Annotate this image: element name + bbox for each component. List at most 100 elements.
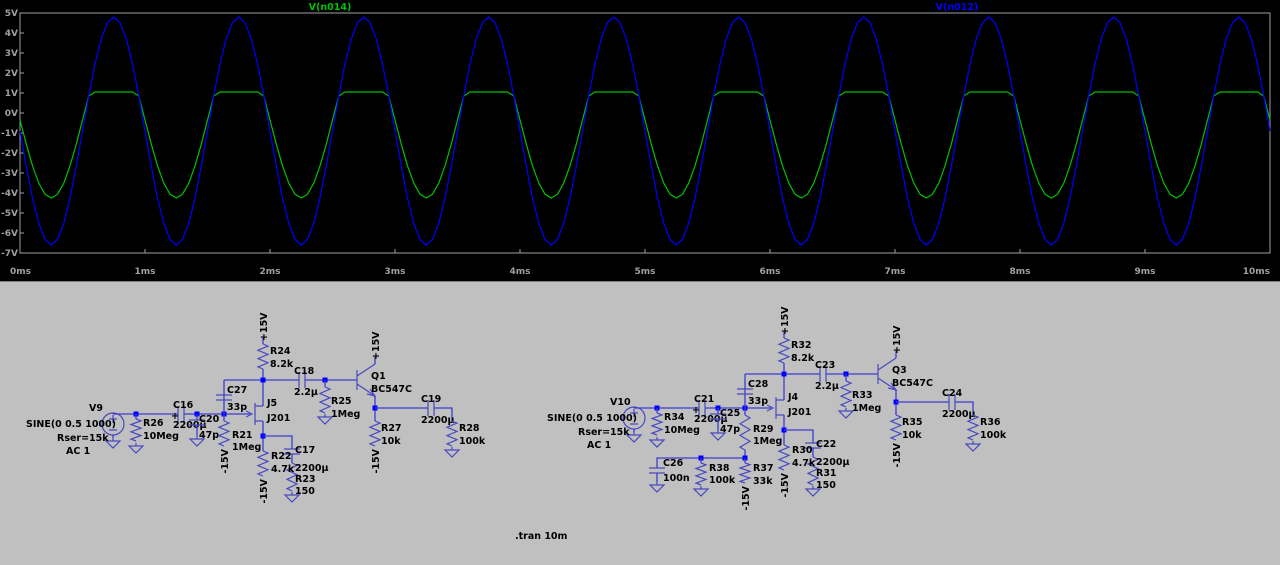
source-ac: AC 1 — [66, 446, 90, 457]
rail-label-neg15v: -15V — [892, 442, 903, 467]
trace-label[interactable]: V(n014) — [309, 2, 352, 13]
component-ref: J5 — [266, 398, 277, 409]
trace-label[interactable]: V(n012) — [936, 2, 979, 13]
r_base-resistor-symbol[interactable] — [839, 380, 853, 408]
r_gate-resistor-symbol[interactable] — [738, 414, 752, 451]
c_couple-capacitor-symbol[interactable] — [298, 372, 306, 388]
r_bypass-resistor-symbol[interactable] — [285, 462, 299, 492]
ground-icon — [283, 492, 301, 503]
component-value: 1Meg — [753, 436, 782, 447]
c_couple-capacitor-symbol[interactable] — [819, 366, 827, 382]
rail-label-pos15v: +15V — [259, 312, 270, 341]
c_out-capacitor-symbol[interactable] — [948, 394, 956, 410]
c_in-capacitor-symbol[interactable] — [177, 406, 185, 422]
component-ref: R24 — [270, 346, 291, 357]
x-tick-label: 0ms — [10, 267, 31, 277]
component-ref: C20 — [199, 414, 220, 425]
c_out-capacitor-symbol[interactable] — [427, 400, 435, 416]
component-ref: R25 — [331, 396, 352, 407]
component-ref: C21 — [694, 394, 714, 405]
ground-icon — [316, 414, 334, 425]
r_in-resistor-symbol[interactable] — [129, 418, 143, 442]
component-ref: R21 — [232, 430, 253, 441]
ground-icon — [837, 408, 855, 419]
r_base-resistor-symbol[interactable] — [318, 386, 332, 414]
component-ref: Q1 — [371, 371, 386, 382]
y-tick-label: -2V — [1, 149, 18, 159]
source-rser: Rser=15k — [578, 427, 630, 438]
source-ac: AC 1 — [587, 440, 611, 451]
r_gate-resistor-symbol[interactable] — [217, 420, 231, 447]
x-tick-label: 1ms — [135, 267, 156, 277]
r_load-resistor-symbol[interactable] — [966, 414, 980, 441]
component-ref: R26 — [143, 418, 164, 429]
rail-label-pos15v: +15V — [780, 306, 791, 335]
r_drain-resistor-symbol[interactable] — [256, 343, 270, 370]
x-tick-label: 9ms — [1135, 267, 1156, 277]
r_bias-resistor-symbol[interactable] — [694, 462, 708, 486]
source-ref: V10 — [610, 397, 631, 408]
x-tick-label: 3ms — [385, 267, 406, 277]
r_bypass-resistor-symbol[interactable] — [806, 456, 820, 486]
y-tick-label: 2V — [5, 69, 18, 79]
component-value: 100k — [459, 436, 486, 447]
x-tick-label: 6ms — [760, 267, 781, 277]
component-ref: R23 — [295, 474, 316, 485]
r_load-resistor-symbol[interactable] — [445, 420, 459, 447]
component-value: 47p — [199, 430, 219, 441]
y-tick-label: -6V — [1, 229, 18, 239]
r_source-resistor-symbol[interactable] — [256, 450, 270, 477]
ground-icon — [692, 486, 710, 497]
component-ref: C28 — [748, 379, 769, 390]
component-value: 2.2µ — [294, 387, 318, 398]
component-value: 100n — [663, 473, 690, 484]
component-value: 33p — [748, 396, 768, 407]
component-ref: C23 — [815, 360, 835, 371]
polarity-icon — [630, 409, 638, 425]
r_drain-resistor-symbol[interactable] — [777, 337, 791, 364]
component-value: BC547C — [892, 378, 933, 389]
x-tick-label: 8ms — [1010, 267, 1031, 277]
r_source-resistor-symbol[interactable] — [777, 444, 791, 471]
component-value: 100k — [980, 430, 1007, 441]
r_emit-resistor-symbol[interactable] — [889, 414, 903, 441]
rail-label-neg15v: -15V — [780, 472, 791, 497]
x-tick-label: 4ms — [510, 267, 531, 277]
r_bias2-resistor-symbol[interactable] — [738, 462, 752, 484]
component-ref: C24 — [942, 388, 963, 399]
component-value: 2.2µ — [815, 381, 839, 392]
y-tick-label: -4V — [1, 189, 18, 199]
ground-icon — [104, 438, 122, 449]
ground-icon — [188, 436, 206, 447]
bjt-symbol[interactable] — [356, 363, 376, 397]
rail-label-pos15v: +15V — [371, 331, 382, 360]
r_in-resistor-symbol[interactable] — [650, 412, 664, 436]
y-tick-label: 3V — [5, 49, 18, 59]
component-value: BC547C — [371, 384, 412, 395]
jfet-symbol[interactable] — [254, 403, 263, 425]
jfet-symbol[interactable] — [775, 397, 784, 419]
component-ref: C27 — [227, 385, 247, 396]
c_in-capacitor-symbol[interactable] — [698, 400, 706, 416]
polarity-plus: + — [171, 411, 179, 422]
component-value: 1Meg — [331, 409, 360, 420]
component-ref: R38 — [709, 463, 730, 474]
component-ref: R32 — [791, 340, 812, 351]
wire — [784, 429, 814, 443]
x-tick-label: 10ms — [1243, 267, 1270, 277]
bjt-symbol[interactable] — [877, 357, 897, 391]
trace-vn012 — [19, 16, 1271, 246]
component-ref: C26 — [663, 458, 684, 469]
y-tick-label: -7V — [1, 249, 18, 259]
rail-label-neg15v: -15V — [220, 448, 231, 473]
x-tick-label: 2ms — [260, 267, 281, 277]
component-ref: C17 — [295, 445, 315, 456]
spice-directive[interactable]: .tran 10m — [515, 531, 568, 542]
r_emit-resistor-symbol[interactable] — [368, 420, 382, 447]
